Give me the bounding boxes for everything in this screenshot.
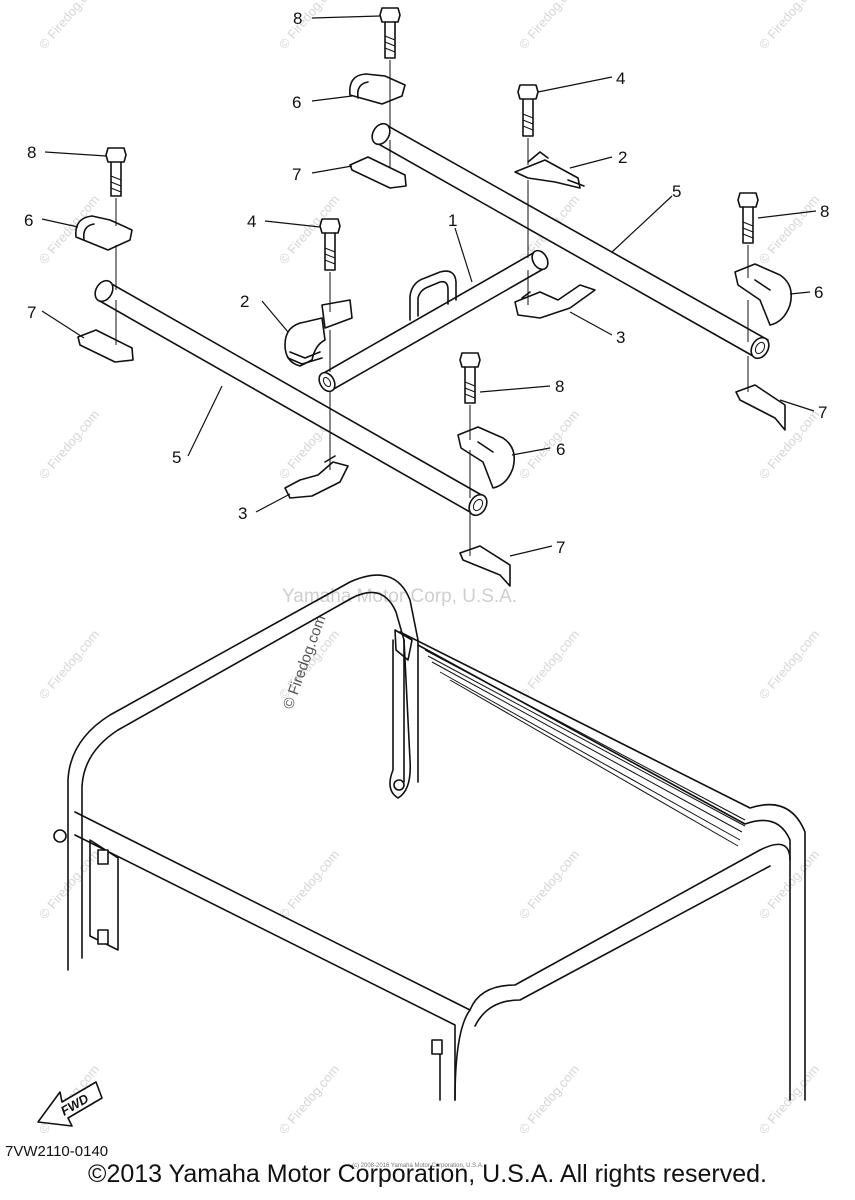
- callout-3: 3: [616, 328, 625, 347]
- watermark-center: Yamaha Motor Corp, U.S.A.: [282, 586, 517, 607]
- roll-cage-frame: [53, 574, 806, 1101]
- callout-2: 2: [240, 292, 249, 311]
- watermark-text: © Firedog.com: [276, 1062, 342, 1137]
- fwd-arrow-icon: FWD: [37, 1081, 103, 1127]
- callout-5: 5: [672, 182, 681, 201]
- tiny-credit: (c) 2008-2016 Yamaha Motor Corporation, …: [352, 1163, 484, 1169]
- bolt-4-left: [319, 218, 341, 271]
- clamp-2-left: [284, 299, 353, 367]
- watermark-text: © Firedog.com: [756, 192, 822, 267]
- clamp-6-center: [457, 426, 516, 489]
- callout-6: 6: [814, 283, 823, 302]
- callout-5: 5: [172, 448, 181, 467]
- clamp-6-left: [75, 215, 133, 251]
- callout-6: 6: [292, 93, 301, 112]
- bolt-8-left: [105, 147, 127, 197]
- watermark-text: © Firedog.com: [36, 0, 102, 52]
- watermark-text: © Firedog.com: [516, 1062, 582, 1137]
- copyright-notice: ©2013 Yamaha Motor Corporation, U.S.A. A…: [88, 1160, 767, 1188]
- watermark-text: © Firedog.com: [276, 847, 342, 922]
- bolt-8-right: [737, 192, 759, 244]
- assembly-guide-lines: [115, 60, 749, 556]
- clamp-3-right: [514, 284, 596, 319]
- callout-1: 1: [448, 211, 457, 230]
- watermark-text: © Firedog.com: [516, 407, 582, 482]
- callout-7: 7: [818, 403, 827, 422]
- callout-7: 7: [556, 538, 565, 557]
- callout-8: 8: [27, 143, 36, 162]
- callout-8: 8: [555, 377, 564, 396]
- callout-3: 3: [238, 504, 247, 523]
- bolt-4-right: [517, 84, 539, 137]
- clamp-6-top: [349, 73, 406, 105]
- clamp-7-left: [77, 329, 134, 363]
- watermark-text: © Firedog.com: [756, 1062, 822, 1137]
- center-bar-1: [318, 249, 549, 393]
- watermark-firedog: © Firedog.com: [280, 613, 330, 711]
- clamp-7-top: [349, 156, 407, 189]
- bolt-8-top: [379, 7, 401, 59]
- watermark-text: © Firedog.com: [516, 847, 582, 922]
- callout-8: 8: [820, 202, 829, 221]
- watermark-text: © Firedog.com: [756, 0, 822, 52]
- right-cross-tube-5: [371, 122, 770, 360]
- callout-7: 7: [292, 165, 301, 184]
- watermark-text: © Firedog.com: [36, 847, 102, 922]
- left-cross-tube-5: [94, 279, 488, 517]
- watermark-text: © Firedog.com: [756, 627, 822, 702]
- callouts: 8 6 4 2 7 8 5 6 8 4 1 6 7 2 3 8 7 5 6 3 …: [24, 9, 829, 557]
- watermark-text: © Firedog.com: [36, 627, 102, 702]
- watermark-text: © Firedog.com: [36, 407, 102, 482]
- callout-4: 4: [616, 69, 625, 88]
- watermark-text: © Firedog.com: [276, 0, 342, 52]
- watermark-text: © Firedog.com: [756, 847, 822, 922]
- callout-6: 6: [556, 440, 565, 459]
- diagram-code: 7VW2110-0140: [5, 1143, 109, 1160]
- watermark-text: © Firedog.com: [516, 627, 582, 702]
- callout-8: 8: [293, 9, 302, 28]
- clamp-7-center: [459, 545, 511, 587]
- watermark-text: © Firedog.com: [756, 407, 822, 482]
- watermark-text: © Firedog.com: [516, 0, 582, 52]
- clamp-2-right: [514, 151, 585, 189]
- callout-2: 2: [618, 148, 627, 167]
- bolt-8-center: [459, 352, 481, 404]
- callout-6: 6: [24, 211, 33, 230]
- clamp-6-right: [734, 263, 793, 326]
- callout-7: 7: [27, 303, 36, 322]
- leader-lines: [41, 15, 817, 557]
- callout-4: 4: [247, 212, 256, 231]
- clamp-7-right: [735, 384, 786, 431]
